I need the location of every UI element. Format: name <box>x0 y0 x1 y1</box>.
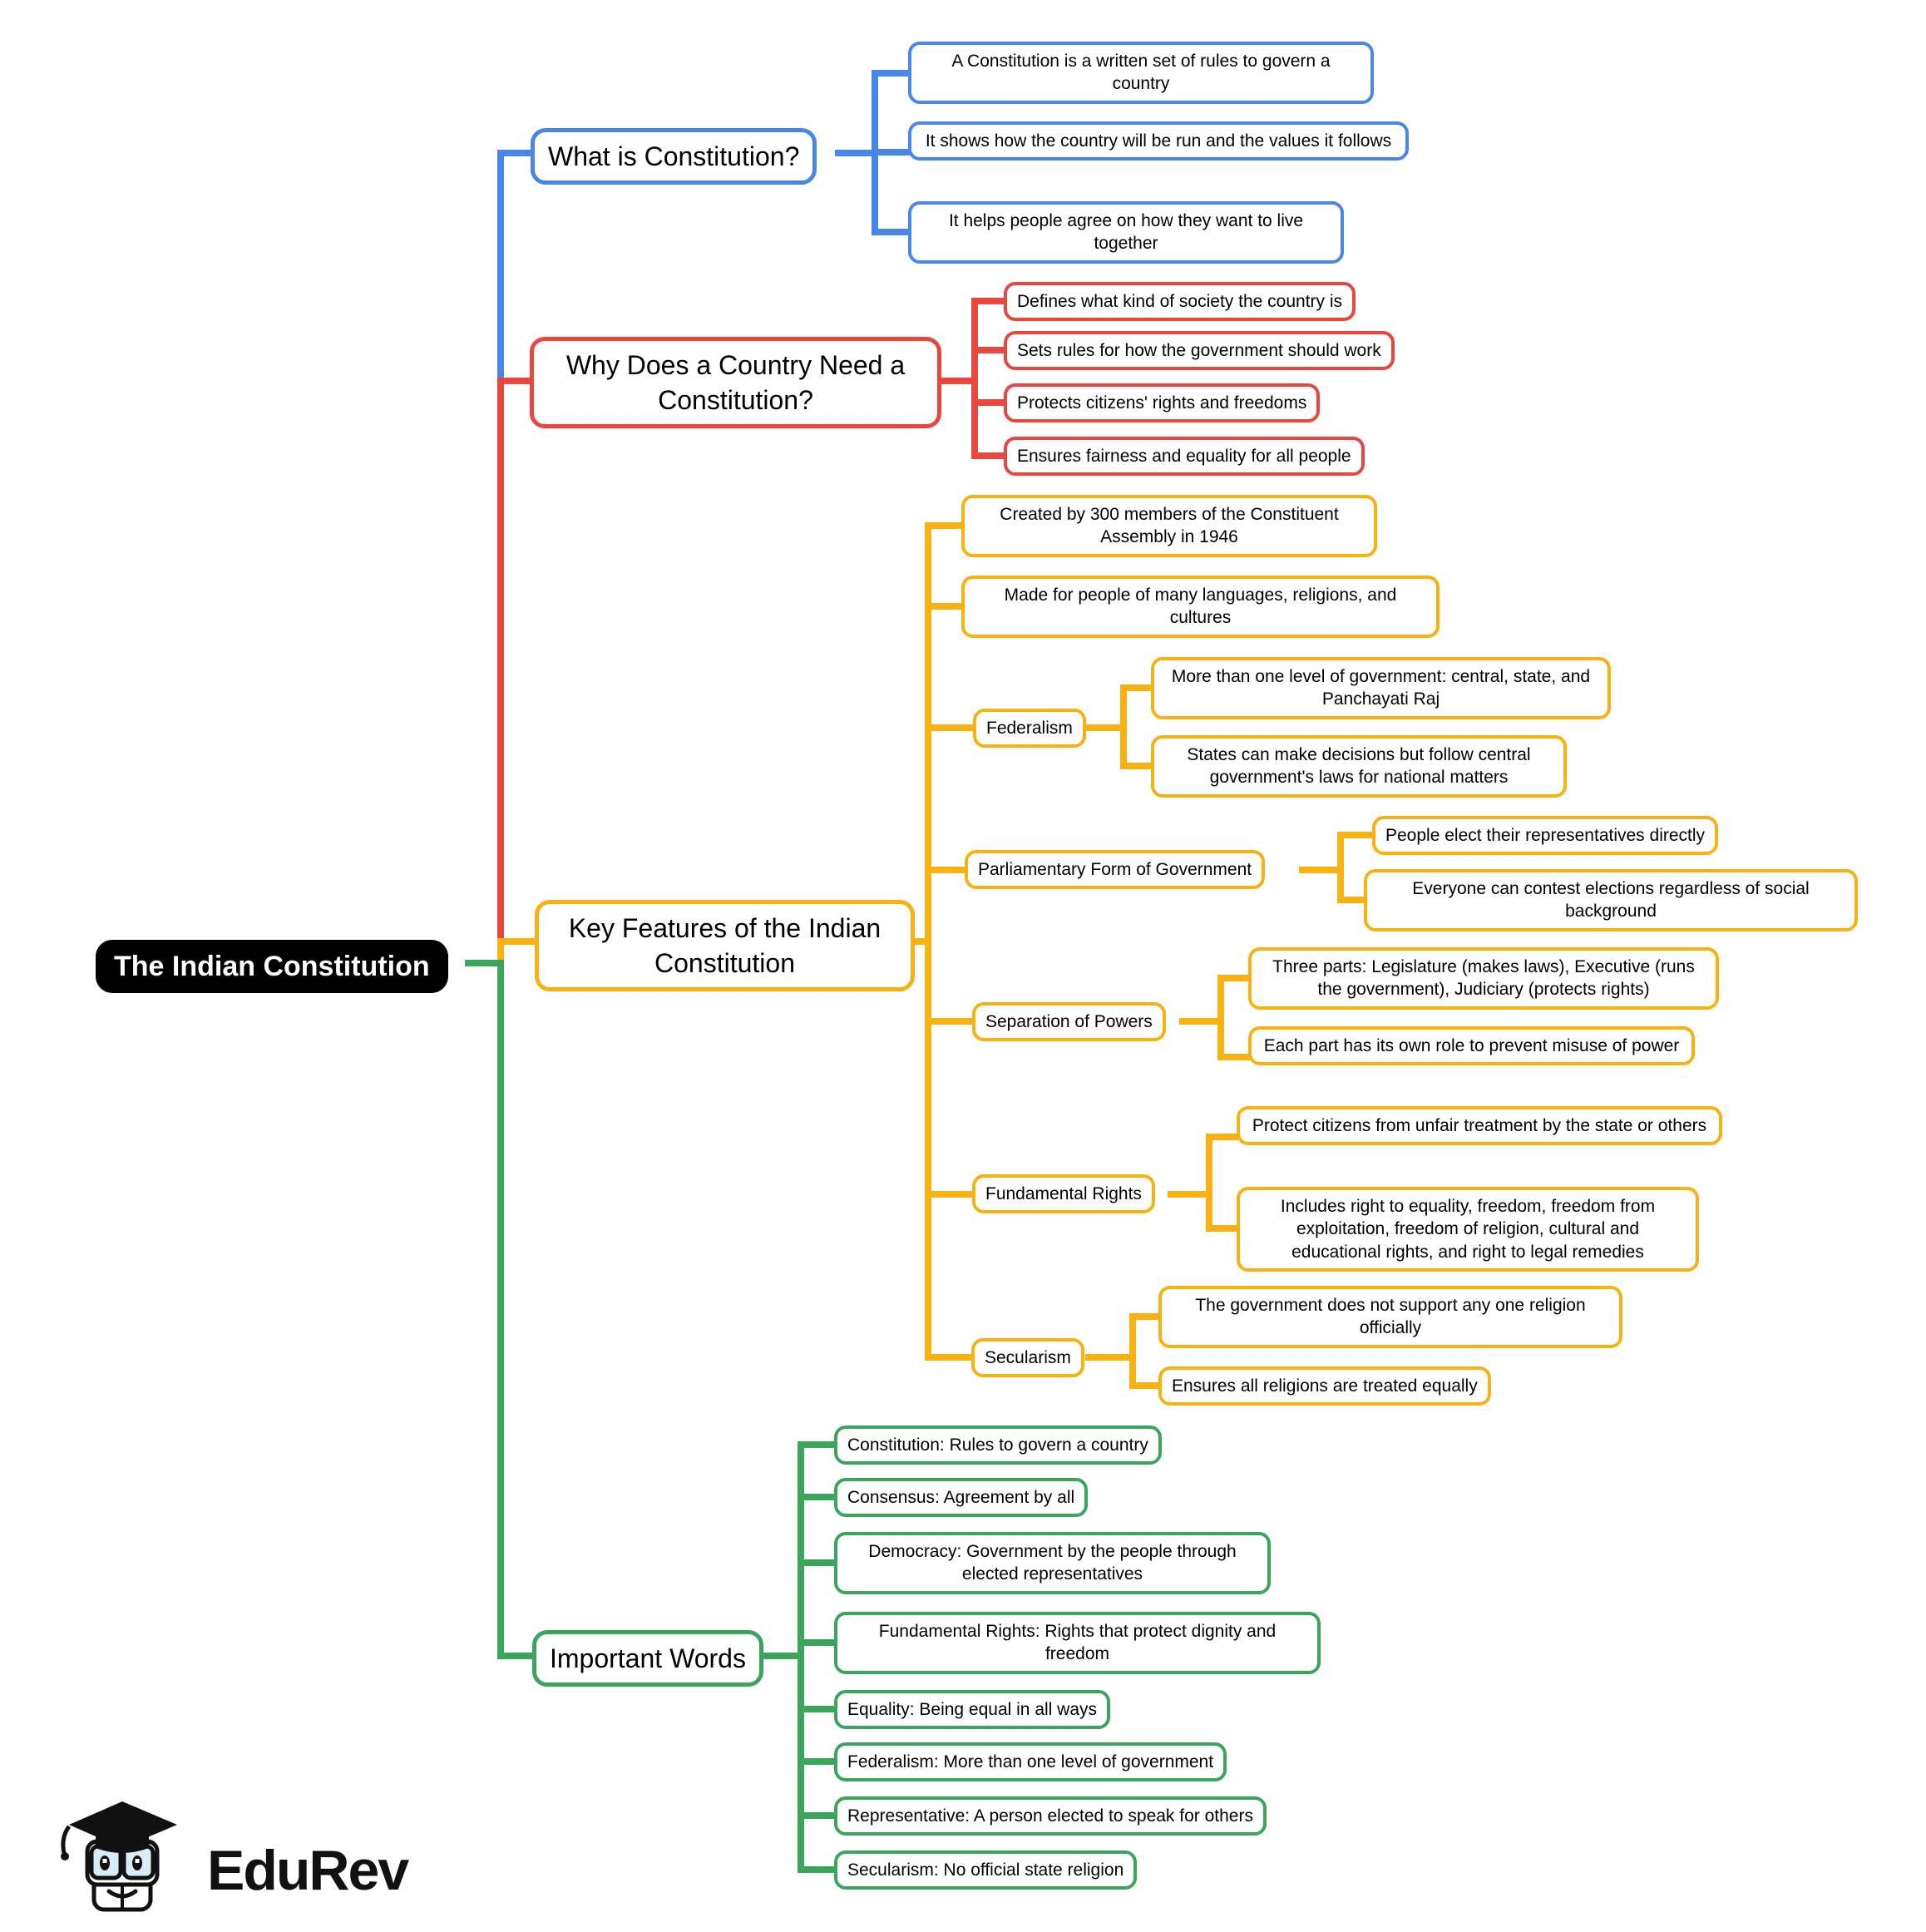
leaf-node: People elect their representatives direc… <box>1372 816 1719 856</box>
leaf-node: Three parts: Legislature (makes laws), E… <box>1248 947 1719 1010</box>
leaf-node: Fundamental Rights: Rights that protect … <box>834 1612 1321 1674</box>
branch-why-constitution: Why Does a Country Need a Constitution? <box>530 337 941 429</box>
edurev-brand-text: EduRev <box>207 1839 409 1902</box>
leaf-node: States can make decisions but follow cen… <box>1151 735 1567 798</box>
leaf-node: Ensures fairness and equality for all pe… <box>1004 437 1365 477</box>
leaf-node: Each part has its own role to prevent mi… <box>1248 1026 1695 1066</box>
leaf-node: Democracy: Government by the people thro… <box>834 1532 1271 1594</box>
branch-important-words: Important Words <box>532 1630 763 1687</box>
branch-key-features: Key Features of the Indian Constitution <box>535 900 915 992</box>
connector-green-branch <box>465 960 844 1873</box>
leaf-node: Sets rules for how the government should… <box>1004 331 1395 371</box>
subnode-fundamental-rights: Fundamental Rights <box>972 1174 1155 1214</box>
connector-blue-branch <box>497 70 918 384</box>
subnode-parliamentary-form: Parliamentary Form of Government <box>965 850 1266 890</box>
connector-red-branch <box>497 298 1014 945</box>
leaf-node: Consensus: Agreement by all <box>834 1478 1089 1518</box>
subnode-separation-of-powers: Separation of Powers <box>972 1002 1166 1042</box>
leaf-node: Equality: Being equal in all ways <box>834 1690 1111 1730</box>
leaf-node: Includes right to equality, freedom, fre… <box>1237 1187 1699 1272</box>
subnode-secularism: Secularism <box>971 1338 1084 1378</box>
leaf-node: Made for people of many languages, relig… <box>961 576 1440 638</box>
root-node: The Indian Constitution <box>96 940 448 994</box>
branch-what-is-constitution: What is Constitution? <box>531 128 817 185</box>
edurev-logo: EduRev <box>46 1790 409 1915</box>
subnode-federalism: Federalism <box>973 709 1086 749</box>
leaf-node: Created by 300 members of the Constituen… <box>961 495 1377 557</box>
leaf-node: More than one level of government: centr… <box>1151 657 1611 719</box>
leaf-node: It helps people agree on how they want t… <box>908 201 1344 264</box>
leaf-node: Secularism: No official state religion <box>834 1850 1138 1890</box>
leaf-node: Federalism: More than one level of gover… <box>834 1742 1227 1782</box>
leaf-node: Protects citizens' rights and freedoms <box>1004 383 1321 423</box>
leaf-node: Protect citizens from unfair treatment b… <box>1237 1106 1722 1146</box>
leaf-node: It shows how the country will be run and… <box>908 121 1409 161</box>
leaf-node: The government does not support any one … <box>1158 1286 1622 1348</box>
leaf-node: A Constitution is a written set of rules… <box>908 42 1374 104</box>
edurev-mascot-icon <box>61 1801 177 1912</box>
leaf-node: Ensures all religions are treated equall… <box>1158 1366 1491 1406</box>
leaf-node: Representative: A person elected to spea… <box>834 1796 1267 1836</box>
leaf-node: Everyone can contest elections regardles… <box>1364 869 1858 931</box>
connector-yellow-branch <box>497 522 1382 1389</box>
leaf-node: Constitution: Rules to govern a country <box>834 1426 1162 1465</box>
leaf-node: Defines what kind of society the country… <box>1004 282 1356 322</box>
